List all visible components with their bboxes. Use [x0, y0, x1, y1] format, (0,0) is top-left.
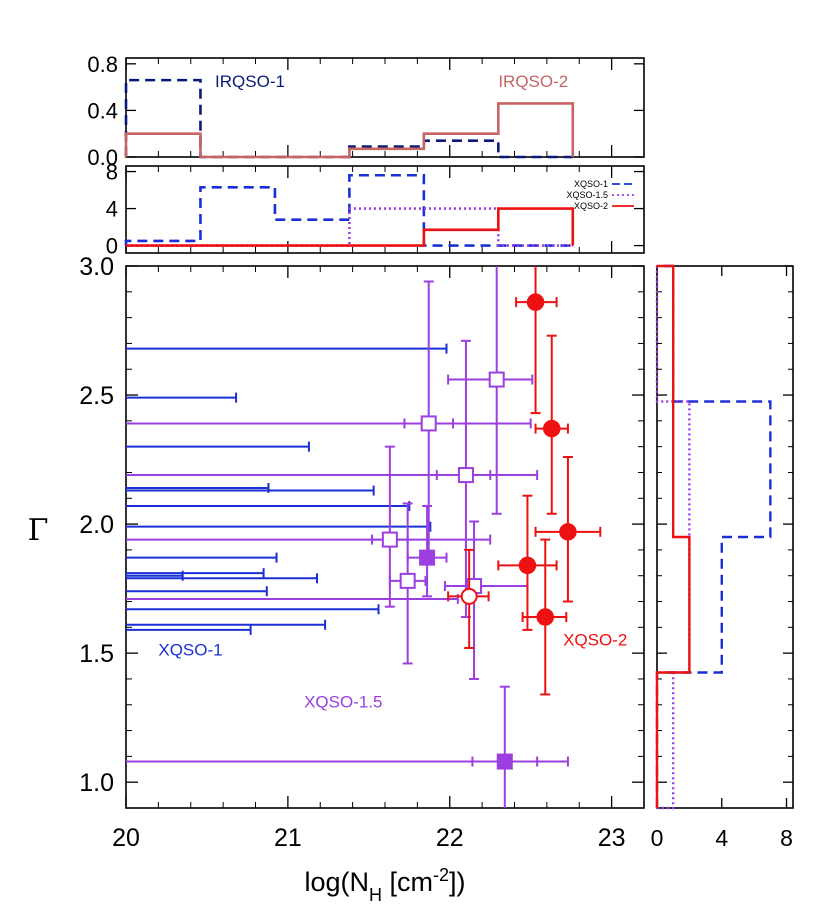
x-axis-label: log(NH [cm-2]) — [304, 865, 465, 905]
x-tick-label: 20 — [112, 824, 140, 852]
y-tick-label: 0 — [106, 234, 118, 259]
x-tick-label: 0 — [651, 825, 664, 851]
legend-label: XQSO-1 — [574, 179, 608, 189]
y-tick-label: 3.0 — [79, 253, 114, 281]
y-tick-label: 2.0 — [79, 511, 114, 539]
open-square-point — [420, 415, 437, 432]
x-tick-label: 4 — [715, 825, 728, 851]
xqso2-right-histogram-series — [655, 264, 691, 808]
open-circle-point — [460, 587, 478, 605]
open-square-point — [457, 467, 474, 484]
xqso1-histogram-series — [124, 173, 573, 247]
histogram-annotation: IRQSO-2 — [498, 72, 568, 91]
filled-square-point — [496, 753, 513, 770]
filled-circle-point — [518, 556, 537, 575]
y-tick-label: 1.0 — [79, 769, 114, 797]
class-annotation: XQSO-2 — [563, 630, 627, 649]
irqso1-histogram-series — [124, 78, 573, 159]
y-tick-label: 2.5 — [79, 382, 114, 410]
class-annotation: XQSO-1 — [158, 641, 222, 660]
open-square-point — [488, 371, 505, 388]
irqso2-histogram-series — [124, 102, 575, 159]
histogram-annotation: IRQSO-1 — [215, 72, 285, 91]
x-tick-label: 23 — [598, 824, 626, 852]
x-tick-label: 21 — [274, 824, 302, 852]
xqso15-histogram-series — [126, 207, 573, 247]
main-data-layer — [126, 266, 602, 808]
filled-square-point — [419, 549, 436, 566]
y-tick-label: 0.0 — [87, 145, 118, 170]
filled-circle-point — [536, 608, 555, 626]
right-histogram-frame — [656, 265, 794, 809]
y-axis-label: Γ — [28, 513, 49, 548]
y-tick-label: 4 — [106, 197, 118, 222]
filled-circle-point — [526, 293, 545, 311]
legend-label: XQSO-2 — [574, 201, 608, 211]
right-x-histogram-panel: 0 4 8 — [651, 264, 794, 851]
y-tick-label: 0.4 — [87, 98, 118, 123]
y-tick-label: 1.5 — [79, 640, 114, 668]
y-tick-label: 0.8 — [87, 52, 118, 77]
y-tick-label: 8 — [106, 160, 118, 185]
filled-circle-point — [559, 523, 577, 541]
filled-circle-point — [542, 419, 561, 438]
xqso2-histogram-series — [126, 207, 575, 247]
x-tick-label: 8 — [780, 825, 793, 851]
open-square-point — [399, 572, 416, 589]
legend-label: XQSO-1.5 — [566, 190, 608, 200]
open-square-point — [381, 531, 398, 548]
x-tick-label: 22 — [436, 824, 464, 852]
class-annotation: XQSO-1.5 — [304, 692, 382, 711]
